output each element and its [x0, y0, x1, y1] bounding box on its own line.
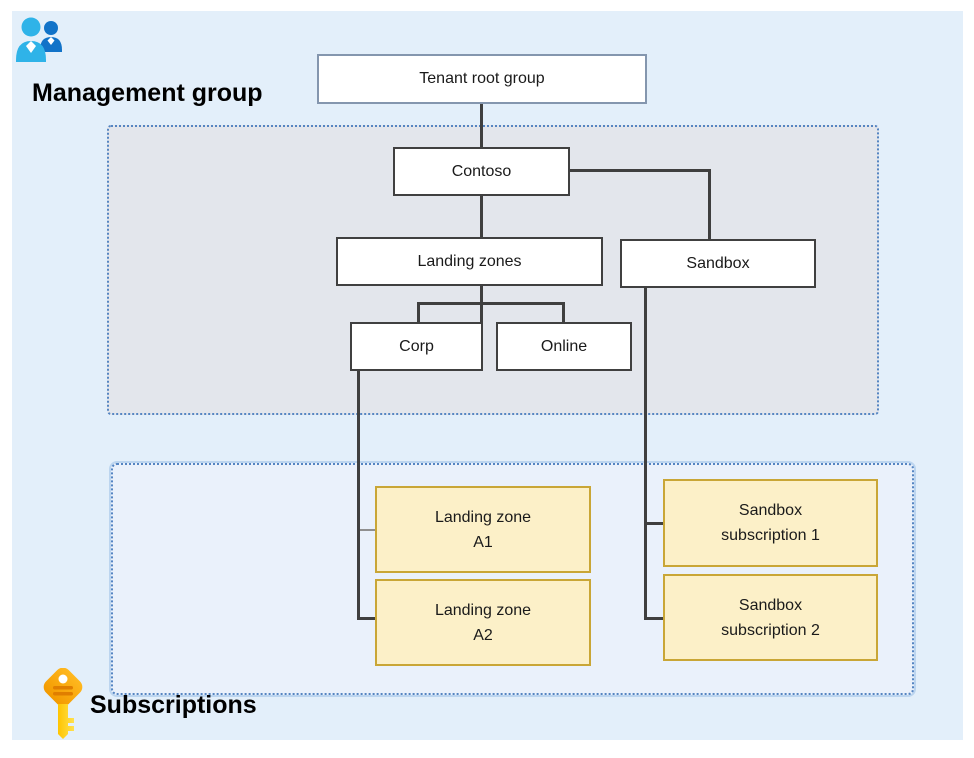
- subscription-label-line1: Landing zone: [434, 601, 532, 619]
- subscriptions-title: Subscriptions: [90, 691, 257, 719]
- connector-contoso-landingzones: [480, 196, 483, 237]
- connector-drop-online: [562, 302, 565, 322]
- node-label: Sandbox: [686, 254, 750, 272]
- subscription-label-line2: subscription 1: [721, 527, 820, 544]
- node-tenant-root-group: Tenant root group: [317, 54, 647, 104]
- connector-sandbox-sub2-elbow: [644, 617, 663, 620]
- connector-sandbox-sub1-stub: [644, 522, 663, 525]
- people-icon: [14, 16, 66, 64]
- management-group-title: Management group: [32, 79, 263, 107]
- node-online: Online: [496, 322, 632, 371]
- connector-corp-a1-stub: [360, 529, 375, 531]
- subscription-label-line2: subscription 2: [721, 621, 820, 639]
- node-landing-zones: Landing zones: [336, 237, 603, 286]
- subscription-label-line1: Sandbox: [738, 596, 803, 614]
- connector-tenant-contoso: [480, 103, 483, 147]
- connector-corp-subscriptions-v: [357, 371, 360, 620]
- node-label: Tenant root group: [419, 70, 545, 87]
- subscription-sandbox-2: Sandbox subscription 2: [663, 574, 878, 661]
- connector-split-bar: [417, 302, 565, 305]
- node-label: Contoso: [451, 162, 512, 180]
- diagram-canvas: Tenant root group Contoso Landing zones …: [12, 11, 963, 740]
- subscription-label-line2: A2: [473, 626, 493, 644]
- connector-drop-corp: [417, 302, 420, 322]
- node-sandbox: Sandbox: [620, 239, 816, 288]
- subscription-label-line1: Landing zone: [434, 508, 532, 526]
- connector-contoso-sandbox-h: [570, 169, 711, 172]
- connector-sandbox-subscriptions-v: [644, 288, 647, 620]
- key-icon: [38, 667, 90, 740]
- subscription-sandbox-1: Sandbox subscription 1: [663, 479, 878, 567]
- node-label: Online: [540, 337, 588, 355]
- subscription-label-line2: A1: [473, 533, 493, 551]
- node-label: Landing zones: [417, 252, 522, 270]
- connector-contoso-sandbox-v: [708, 169, 711, 239]
- node-contoso: Contoso: [393, 147, 570, 196]
- node-corp: Corp: [350, 322, 483, 371]
- subscription-label-line1: Sandbox: [738, 502, 803, 519]
- connector-corp-a2-elbow: [357, 617, 375, 620]
- subscription-landing-zone-a2: Landing zone A2: [375, 579, 591, 666]
- subscription-landing-zone-a1: Landing zone A1: [375, 486, 591, 573]
- node-label: Corp: [399, 337, 434, 355]
